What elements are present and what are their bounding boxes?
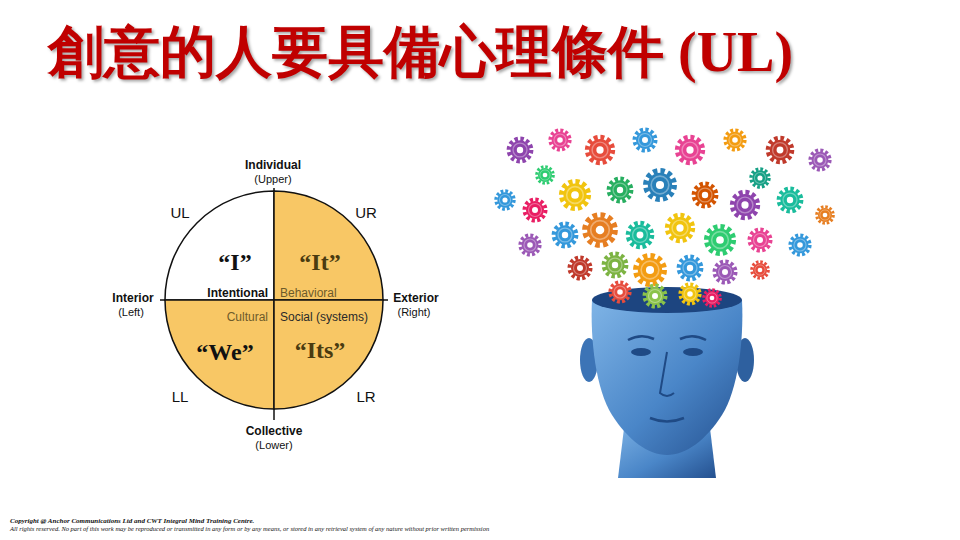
quadrant-code: UL: [170, 205, 189, 220]
axis-label: (Lower): [255, 440, 292, 451]
axis-lines: [160, 188, 388, 420]
quadrant-pronoun: “Its”: [295, 338, 346, 362]
copyright-note: Copyright @ Anchor Communications Ltd an…: [10, 518, 254, 525]
quadrant-code: LR: [356, 389, 375, 404]
gear-cloud: [496, 130, 833, 307]
axis-label: Exterior: [393, 292, 438, 304]
slide-title: 創意的人要具備心理條件 (UL): [48, 20, 793, 84]
quadrant-label: Intentional: [207, 287, 268, 299]
quadrant-code: UR: [355, 205, 377, 220]
axis-label: Collective: [246, 425, 303, 437]
quadrant-pronoun: “It”: [299, 250, 340, 274]
quadrant-pronoun: “We”: [196, 340, 253, 364]
axis-label: (Right): [397, 307, 430, 318]
axis-label: Interior: [112, 292, 153, 304]
quadrant-label: Cultural: [227, 311, 268, 323]
axis-label: (Left): [118, 307, 144, 318]
quadrant-code: LL: [172, 389, 189, 404]
copyright-note: All rights reserved. No part of this wor…: [10, 526, 489, 533]
quadrant-pronoun: “I”: [218, 250, 251, 274]
axis-label: (Upper): [254, 174, 291, 185]
head-figure: [580, 287, 754, 478]
axis-label: Individual: [245, 159, 301, 171]
quadrant-label: Social (systems): [280, 311, 368, 323]
quadrant-label: Behavioral: [280, 287, 337, 299]
